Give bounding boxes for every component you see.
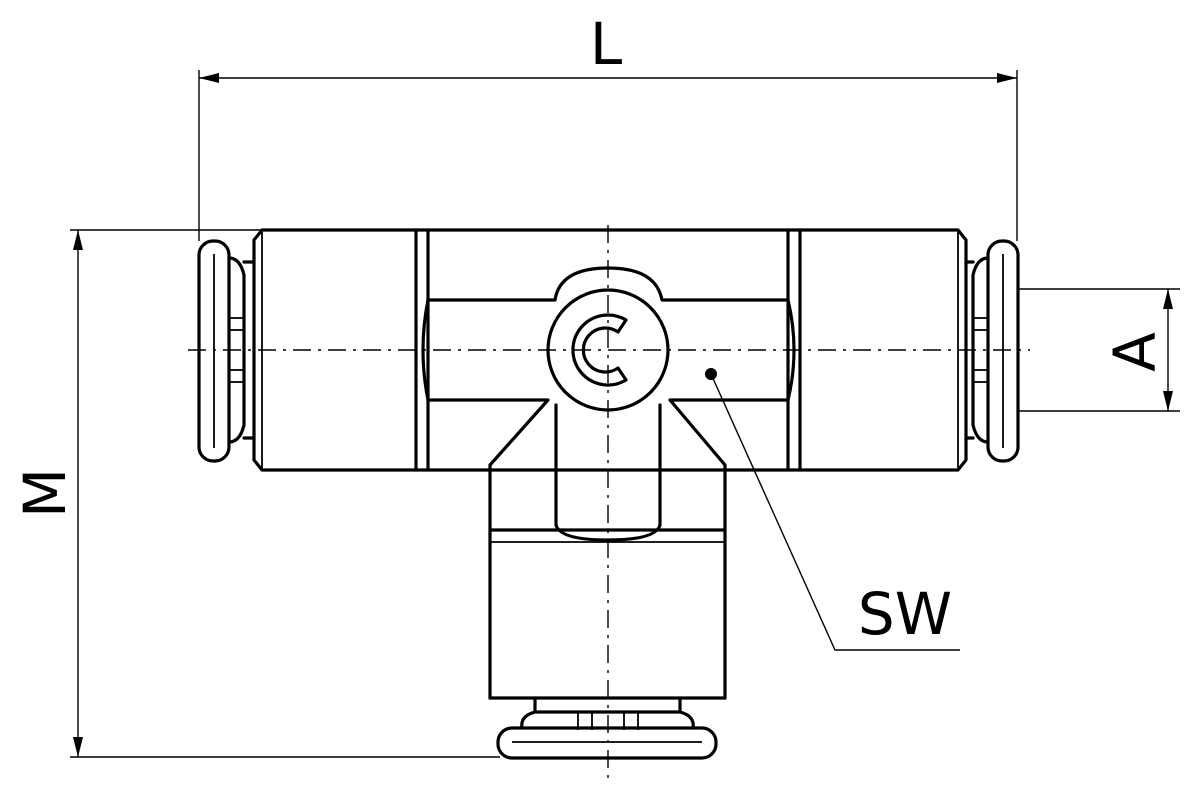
leader-wrench-size: SW <box>710 373 960 651</box>
dimension-label-tube-diameter: A <box>1101 332 1169 372</box>
collet-left <box>197 239 256 463</box>
dimension-label-length: L <box>590 10 622 78</box>
dimension-label-height: M <box>11 468 79 518</box>
dimension-length: L <box>198 10 1018 241</box>
center-lines <box>188 225 1030 785</box>
dimension-label-wrench-size: SW <box>858 580 952 648</box>
dimension-tube-diameter: A <box>1018 288 1180 412</box>
dimension-height: M <box>11 229 500 758</box>
collet-right <box>964 239 1020 463</box>
